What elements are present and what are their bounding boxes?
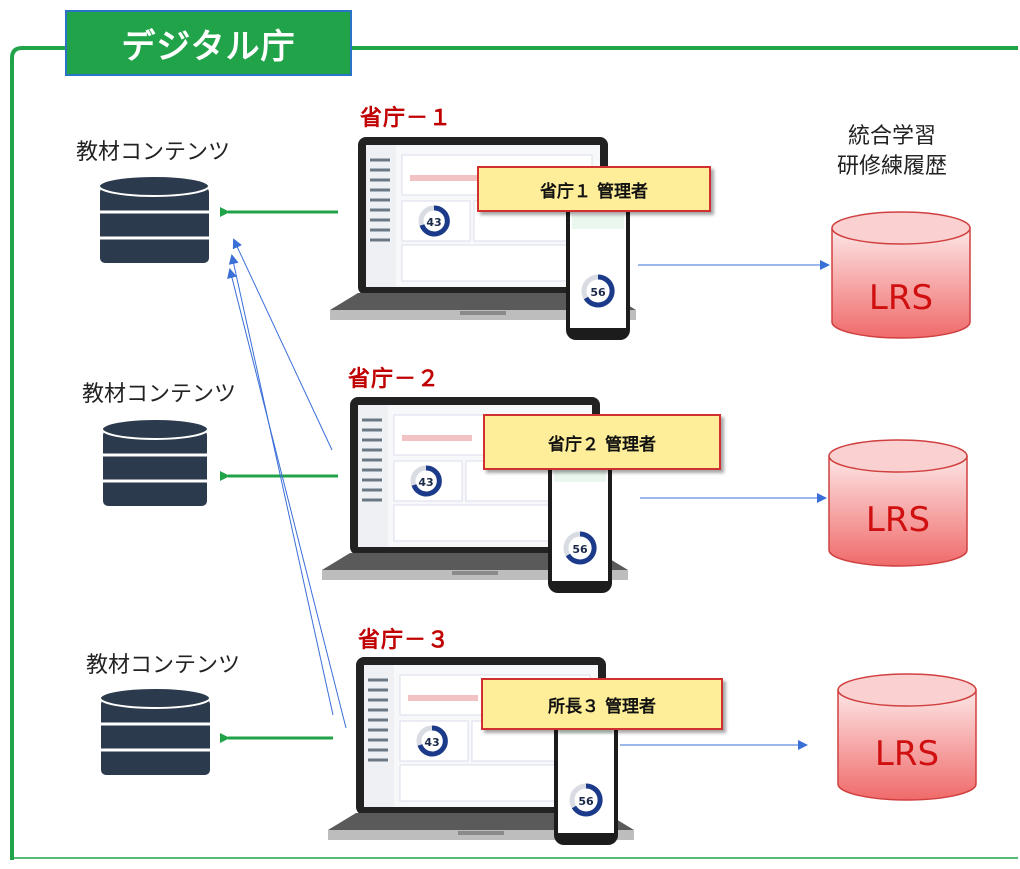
cross-arrow-3b	[227, 268, 347, 729]
phone-score-3: 56	[578, 795, 594, 808]
admin-label-2: 省庁２ 管理者	[483, 414, 721, 470]
content-label-2: 教材コンテンツ	[82, 382, 237, 407]
ministry-label-2: 省庁－２	[348, 367, 441, 392]
agency-title: デジタル庁	[65, 10, 352, 76]
lrs-label-3: LRS	[874, 734, 940, 774]
content-database-icon-2	[101, 418, 209, 508]
lrs-database-icon-2	[828, 439, 968, 567]
lrs-database-icon-3	[837, 673, 977, 801]
laptop-score-1: 43	[426, 216, 441, 229]
admin-label-1: 省庁１ 管理者	[477, 166, 711, 212]
phone-score-2: 56	[572, 543, 588, 556]
content-database-icon-1	[98, 175, 211, 265]
content-label-3: 教材コンテンツ	[86, 653, 241, 678]
lrs-label-2: LRS	[865, 500, 931, 540]
content-label-1: 教材コンテンツ	[76, 140, 231, 165]
lrs-label-1: LRS	[868, 278, 934, 318]
admin-label-3: 所長３ 管理者	[481, 678, 723, 730]
lrs-database-icon-1	[831, 211, 971, 339]
ministry-label-3: 省庁－３	[358, 628, 451, 653]
laptop-score-3: 43	[424, 736, 439, 749]
ministry-label-1: 省庁－１	[360, 106, 453, 131]
cross-arrow-3a	[228, 254, 334, 716]
outer-frame	[10, 46, 1018, 860]
content-database-icon-3	[99, 687, 212, 777]
laptop-score-2: 43	[418, 476, 433, 489]
history-label: 統合学習 研修練履歴	[836, 124, 947, 179]
cross-arrow-2	[232, 238, 333, 451]
phone-score-1: 56	[590, 286, 606, 299]
